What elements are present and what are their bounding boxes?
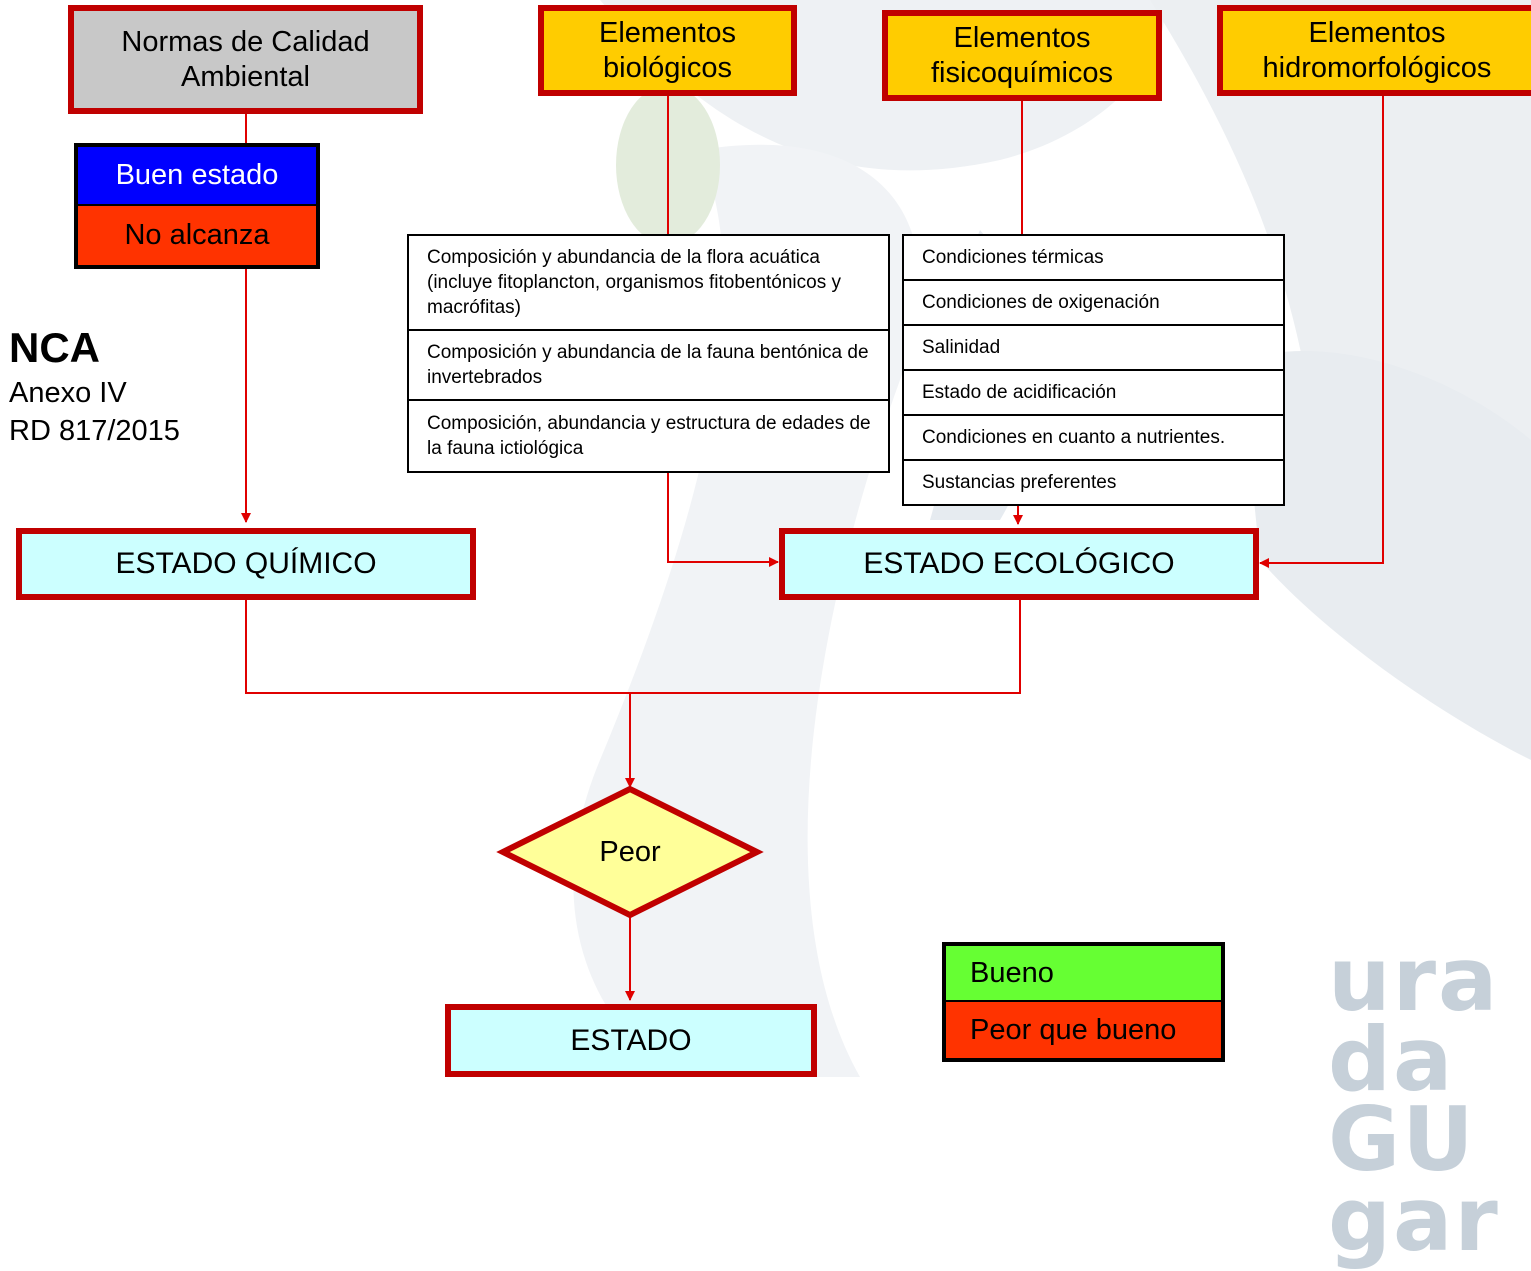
list-item: Composición, abundancia y estructura de …	[427, 413, 871, 459]
watermark-logo: ura da GU gar	[1328, 928, 1531, 1271]
final-state-box: ESTADO	[445, 1004, 817, 1077]
list-item: Condiciones de oxigenación	[904, 281, 1283, 326]
source-fq-box: Elementos fisicoquímicos	[882, 10, 1162, 101]
nca-note-line2: RD 817/2015	[9, 415, 180, 447]
list-item: Composición y abundancia de la flora acu…	[409, 236, 888, 331]
final-legend-bad: Peor que bueno	[946, 1002, 1221, 1058]
nca-legend-bad: No alcanza	[78, 206, 316, 265]
list-item: Estado de acidificación	[904, 371, 1283, 416]
watermark-logo-line1: ura da	[1328, 928, 1500, 1111]
bio-elements-list: Composición y abundancia de la flora acu…	[407, 234, 890, 473]
nca-legend-good: Buen estado	[78, 147, 316, 206]
fq-elements-list: Condiciones térmicas Condiciones de oxig…	[902, 234, 1285, 506]
source-hm-box: Elementos hidromorfológicos	[1217, 5, 1531, 96]
ecological-state-label: ESTADO ECOLÓGICO	[863, 547, 1175, 580]
source-bio-box: Elementos biológicos	[538, 5, 797, 96]
source-bio-label: Elementos biológicos	[598, 16, 736, 84]
chemical-state-box: ESTADO QUÍMICO	[16, 528, 476, 600]
connector-lines	[241, 92, 1384, 1001]
final-state-label: ESTADO	[570, 1023, 692, 1057]
decision-diamond	[496, 785, 764, 919]
nca-legend: Buen estado No alcanza	[74, 143, 320, 269]
decision-label: Peor	[599, 835, 661, 868]
list-item: Condiciones térmicas	[904, 236, 1283, 281]
nca-note-title: NCA	[9, 324, 100, 371]
list-item: Sustancias preferentes	[922, 472, 1117, 493]
source-hm-label: Elementos hidromorfológicos	[1262, 16, 1492, 84]
source-fq-label: Elementos fisicoquímicos	[930, 21, 1114, 89]
list-item: Composición y abundancia de la fauna ben…	[409, 331, 888, 401]
final-legend: Bueno Peor que bueno	[942, 942, 1225, 1062]
watermark-logo-line2: GU gar	[1328, 1088, 1500, 1271]
source-nca-box: Normas de Calidad Ambiental	[68, 5, 423, 114]
chemical-state-label: ESTADO QUÍMICO	[115, 547, 377, 580]
nca-note: NCA Anexo IV RD 817/2015	[9, 322, 180, 450]
nca-note-line1: Anexo IV	[9, 377, 127, 409]
list-item: Condiciones en cuanto a nutrientes.	[904, 416, 1283, 461]
final-legend-good: Bueno	[946, 946, 1221, 1002]
source-nca-label: Normas de Calidad Ambiental	[121, 25, 370, 93]
list-item: Salinidad	[904, 326, 1283, 371]
ecological-state-box: ESTADO ECOLÓGICO	[779, 528, 1259, 600]
